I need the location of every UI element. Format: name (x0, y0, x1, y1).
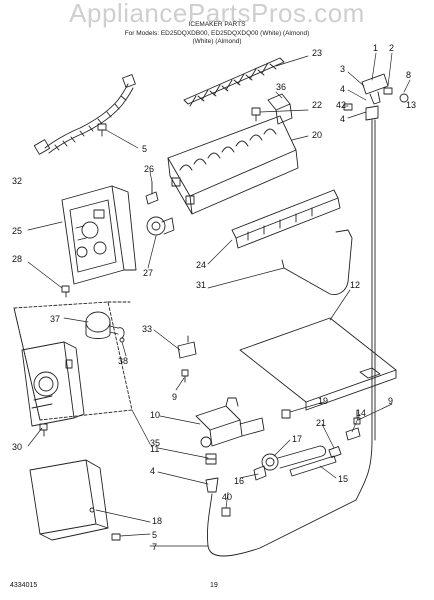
callout-20: 20 (312, 130, 322, 140)
part-8-nut (399, 93, 409, 103)
diagram-title: ICEMAKER PARTS (188, 21, 246, 28)
callout-17: 17 (292, 434, 302, 444)
part-40-screw (221, 507, 231, 517)
callout-4c: 4 (150, 466, 155, 476)
callout-7: 7 (152, 542, 157, 552)
part-17-fitting (261, 445, 327, 471)
part-22-screw (251, 107, 261, 122)
callout-27: 27 (143, 268, 153, 278)
callout-18: 18 (152, 516, 162, 526)
part-35-module-housing (21, 341, 85, 427)
callout-30: 30 (12, 442, 22, 452)
callout-12: 12 (350, 280, 360, 290)
callout-19: 19 (318, 396, 328, 406)
callout-5b: 5 (152, 530, 157, 540)
part-11-fitting (205, 453, 217, 465)
part-2-clip (383, 87, 393, 95)
diagram-subtitle-colors: (White) (Almond) (192, 38, 242, 45)
callout-23: 23 (312, 48, 322, 58)
leader-lines (27, 52, 411, 547)
callout-37: 37 (50, 314, 60, 324)
part-12-shield (239, 317, 397, 411)
callout-36: 36 (276, 82, 286, 92)
doc-number: 4334015 (10, 582, 38, 589)
callout-14: 14 (356, 408, 366, 418)
part-15-tubing (289, 455, 337, 477)
callout-25: 25 (12, 226, 22, 236)
watermark-text: AppliancePartsPros.com (69, 0, 365, 28)
part-9-screw-right (353, 409, 361, 425)
part-19-screw (281, 409, 291, 419)
part-42-screw (343, 103, 353, 111)
callout-24: 24 (196, 260, 206, 270)
diagram-subtitle-models: For Models: ED25DQXDB00, ED25DQXDQ00 (Wh… (124, 30, 310, 37)
part-31-shutoff-arm (281, 229, 353, 295)
part-30-screw (39, 423, 48, 437)
callout-26: 26 (144, 164, 154, 174)
callout-16: 16 (234, 476, 244, 486)
part-28-screw (61, 285, 70, 298)
callout-2: 2 (389, 43, 394, 53)
callout-5: 5 (142, 144, 147, 154)
part-5-screw (97, 123, 107, 137)
part-7-fill-tube (207, 493, 357, 557)
part-14-nut (345, 427, 361, 441)
callout-8: 8 (406, 70, 411, 80)
callout-4b: 4 (340, 114, 345, 124)
callout-1: 1 (373, 43, 378, 53)
part-23-ejector (183, 57, 285, 107)
callout-32: 32 (12, 176, 22, 186)
part-13-supply-tube (355, 119, 376, 501)
callout-3: 3 (340, 64, 345, 74)
part-25-control-housing (61, 185, 137, 285)
part-32-wire-harness (33, 74, 136, 155)
callout-35: 35 (150, 438, 160, 448)
callout-4: 4 (340, 84, 345, 94)
part-21-ferrule (328, 446, 342, 458)
callout-9: 9 (172, 392, 177, 402)
callout-42: 42 (336, 100, 346, 110)
part-5-screw-lower (111, 533, 121, 541)
callout-40: 40 (222, 492, 232, 502)
callout-22: 22 (312, 100, 322, 110)
callout-33: 33 (142, 324, 152, 334)
callout-21: 21 (316, 418, 326, 428)
callout-11: 11 (150, 444, 159, 454)
part-27-motor-drive (146, 216, 175, 236)
part-33-clip (177, 335, 197, 359)
part-24-cover (231, 189, 341, 249)
part-26-connector (145, 181, 159, 205)
part-18-cover (29, 459, 109, 541)
part-4-grommet-lower (205, 477, 219, 493)
callout-38: 38 (118, 356, 128, 366)
part-9-screw (181, 369, 189, 383)
callout-9b: 9 (388, 396, 393, 406)
part-4-grommet-upper (365, 105, 379, 121)
callout-10: 10 (150, 410, 160, 420)
callout-labels: 1 2 3 4 42 8 13 4 23 36 22 20 5 32 26 25… (12, 43, 416, 552)
part-10-water-valve (195, 397, 265, 448)
callout-31: 31 (196, 280, 206, 290)
part-20-ice-mold (167, 115, 299, 215)
callout-13: 13 (406, 100, 416, 110)
callout-28: 28 (12, 254, 22, 264)
part-38-wire-lead (117, 327, 125, 343)
part-16-clamp (253, 465, 267, 481)
callout-15: 15 (338, 474, 348, 484)
page-number: 19 (210, 582, 218, 589)
